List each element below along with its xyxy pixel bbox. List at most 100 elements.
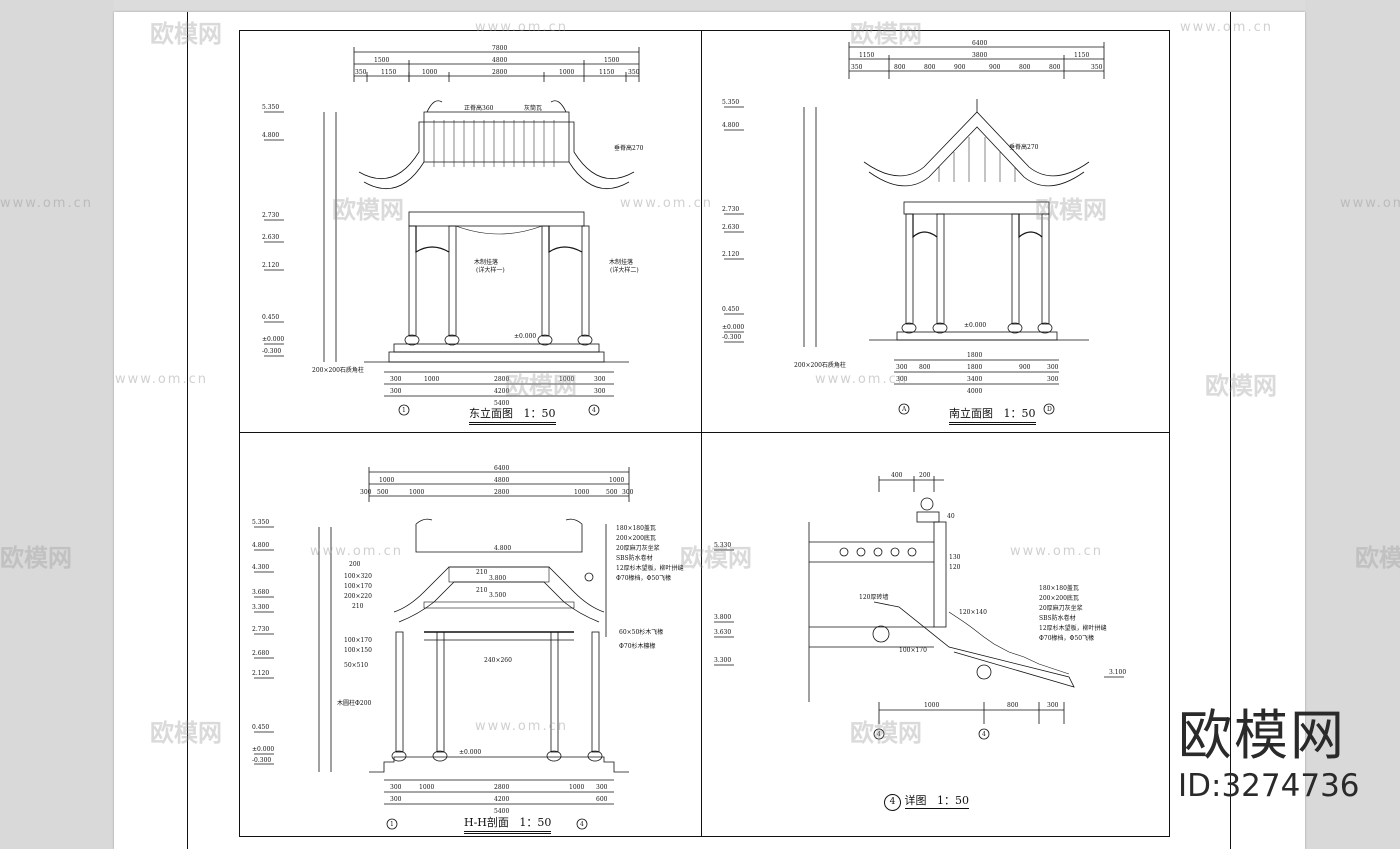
panel-frame-bottom	[239, 836, 1170, 837]
detail-label-3: 20厚麻刀灰坐浆	[1039, 604, 1083, 612]
section-bot-dim-8: 600	[596, 796, 608, 803]
east-top-dim-a: 350	[355, 69, 367, 76]
section-bot-dim-2: 1000	[419, 784, 434, 791]
east-level-8: -0.300	[262, 348, 281, 355]
east-bot-dim-8: 300	[594, 388, 606, 395]
east-top-dim-e: 1000	[559, 69, 574, 76]
section-level-1: 5.350	[252, 519, 269, 526]
section-inner-dim-2: 210	[476, 587, 488, 594]
south-level-8: -0.300	[722, 334, 741, 341]
section-top-dim-d: 2800	[494, 489, 509, 496]
detail-level-5: 3.100	[1109, 669, 1126, 676]
section-top-dim-left: 1000	[379, 477, 394, 484]
sheet-border-right	[1230, 12, 1231, 849]
east-top-dim-c: 1000	[422, 69, 437, 76]
south-bot-dim-3: 1800	[967, 364, 982, 371]
section-hh-drawing: 6400 1000 4800 1000 300 500 1000 2800 10…	[252, 465, 684, 830]
east-top-dim-total: 7800	[492, 45, 507, 52]
section-inner-dim-1: 210	[476, 569, 488, 576]
detail-label-4: SBS防水卷材	[1039, 614, 1076, 622]
section-top-dim-b: 500	[377, 489, 389, 496]
section-scale-text: 1：50	[519, 816, 552, 829]
east-level-4: 2.630	[262, 234, 279, 241]
detail-axis-a: 4	[877, 731, 881, 738]
east-top-dim-mid: 4800	[492, 57, 507, 64]
east-label-hip: 垂脊高270	[614, 144, 644, 152]
east-label-tile: 灰筒瓦	[524, 104, 542, 112]
section-right-label-6: Φ70椽档，Φ50飞椽	[616, 574, 671, 582]
detail-level-3: 3.630	[714, 629, 731, 636]
east-level-1: 5.350	[262, 104, 279, 111]
section-inner-beam: 240×260	[484, 657, 512, 664]
section-bot-dim-6: 300	[390, 796, 402, 803]
section-left-label-8: 50×510	[344, 662, 368, 669]
south-bot-dim-8: 300	[1047, 376, 1059, 383]
south-top-dim-f: 800	[1019, 64, 1031, 71]
detail-level-4: 3.300	[714, 657, 731, 664]
detail-label-5: 12厚杉木望板，柳叶拼缝	[1039, 624, 1107, 632]
south-level-6: 0.450	[722, 306, 739, 313]
east-bot-dim-4: 1000	[559, 376, 574, 383]
detail-label-1: 180×180盖瓦	[1039, 584, 1079, 592]
south-axis-d: D	[1047, 406, 1052, 413]
brand-logo: 欧模网	[1178, 704, 1346, 767]
section-bot-dim-4: 1000	[569, 784, 584, 791]
section-level-8: 2.120	[252, 670, 269, 677]
south-bot-dim-7: 3400	[967, 376, 982, 383]
detail-bot-dim-2: 800	[1007, 702, 1019, 709]
section-inner-level-1: 4.800	[494, 545, 511, 552]
sheet-border-left	[187, 12, 188, 849]
east-axis-1: 1	[402, 407, 406, 414]
south-label-corner-post: 200×200石质角柱	[794, 361, 846, 369]
south-top-dim-g: 800	[1049, 64, 1061, 71]
section-right-label-4: SBS防水卷材	[616, 554, 653, 562]
south-top-dim-left: 1150	[859, 52, 874, 59]
section-right-label-7: 60×50杉木飞椽	[619, 628, 663, 636]
east-axis-4: 4	[592, 407, 596, 414]
south-bot-dim-9: 4000	[967, 388, 982, 395]
detail-top-dim-2: 200	[919, 472, 931, 479]
section-right-label-3: 20厚麻刀灰坐浆	[616, 544, 660, 552]
east-bot-dim-1: 300	[390, 376, 402, 383]
east-elevation-drawing: 7800 4800 1500 1500 350 1150 1000 2800 1…	[262, 45, 644, 416]
detail-label-purlin: 100×170	[899, 647, 927, 654]
section-left-label-4: 200×220	[344, 593, 372, 600]
detail-top-dim-1: 400	[891, 472, 903, 479]
section-axis-4: 4	[580, 821, 584, 828]
detail-label-2: 200×200底瓦	[1039, 594, 1079, 602]
section-top-dim-e: 1000	[574, 489, 589, 496]
detail-number: 4	[889, 797, 896, 807]
panel-frame-hdivider	[239, 432, 1170, 433]
section-bot-dim-5: 300	[596, 784, 608, 791]
section-level-10: ±0.000	[252, 746, 274, 753]
east-top-dim-left: 1500	[374, 57, 389, 64]
section-left-label-1: 200	[349, 561, 361, 568]
section-bot-dim-9: 5400	[494, 808, 509, 815]
south-level-5: 2.120	[722, 251, 739, 258]
section-right-label-8: Φ70杉木檩椽	[619, 642, 656, 650]
section-level-2: 4.800	[252, 542, 269, 549]
east-top-dim-g: 350	[628, 69, 640, 76]
section-right-label-5: 12厚杉木望板，柳叶拼缝	[616, 564, 684, 572]
section-right-label-2: 200×200底瓦	[616, 534, 656, 542]
east-bot-dim-9: 5400	[494, 400, 509, 407]
south-elevation-title: 南立面图 1：50	[949, 405, 1036, 425]
section-top-dim-c: 1000	[409, 489, 424, 496]
section-axis-1: 1	[390, 821, 394, 828]
section-bot-dim-3: 2800	[494, 784, 509, 791]
east-level-5: 2.120	[262, 262, 279, 269]
section-level-11: -0.300	[252, 757, 271, 764]
south-level-2: 4.800	[722, 122, 739, 129]
south-top-dim-c: 800	[924, 64, 936, 71]
east-level-6: 0.450	[262, 314, 279, 321]
detail-label-dim-a: 120	[949, 564, 961, 571]
east-label-fret1: 木制挂落	[474, 258, 498, 266]
east-top-dim-f: 1150	[599, 69, 614, 76]
detail-bot-dim-3: 300	[1047, 702, 1059, 709]
east-top-dim-b: 1150	[381, 69, 396, 76]
south-level-4: 2.630	[722, 224, 739, 231]
east-label-ridge: 正脊高360	[464, 104, 494, 112]
section-title-text: H-H剖面	[464, 816, 509, 829]
south-level-1: 5.350	[722, 99, 739, 106]
section-top-dim-right: 1000	[609, 477, 624, 484]
